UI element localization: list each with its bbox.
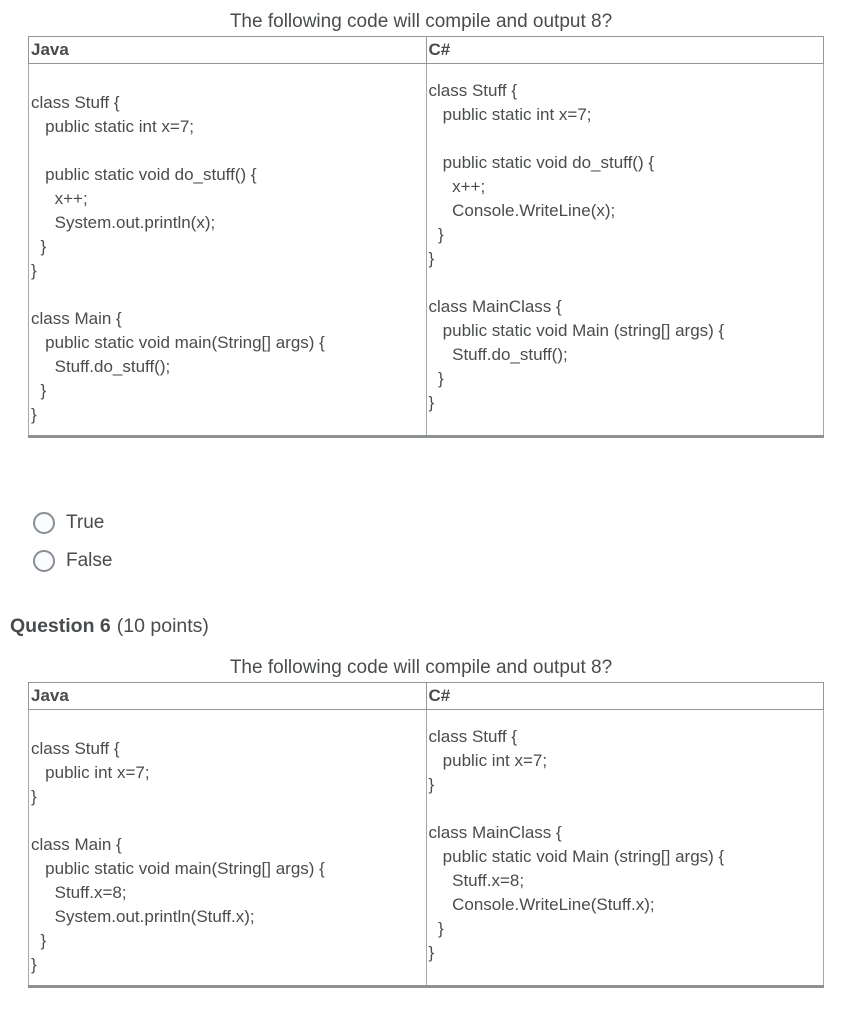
table-header-row: Java C# [28, 682, 824, 710]
question6-points: (10 points) [116, 615, 209, 637]
radio-option-true[interactable]: True [33, 510, 842, 536]
question6-code-table: Java C# class Stuff { public int x=7; } … [28, 682, 824, 988]
radio-button-icon[interactable] [33, 550, 55, 572]
java-code-block: class Stuff { public static int x=7; pub… [31, 93, 325, 424]
question5-prompt: The following code will compile and outp… [229, 11, 613, 32]
radio-option-true-label[interactable]: True [66, 512, 105, 533]
table-body-row: class Stuff { public int x=7; } class Ma… [28, 709, 824, 987]
radio-button-icon[interactable] [33, 512, 55, 534]
question6-heading: Question 6(10 points) [10, 614, 842, 638]
java-code-cell: class Stuff { public int x=7; } class Ma… [28, 709, 427, 987]
java-code-cell: class Stuff { public static int x=7; pub… [28, 63, 427, 437]
radio-option-false-label[interactable]: False [66, 550, 113, 571]
radio-option-false[interactable]: False [33, 548, 842, 574]
csharp-code-cell: class Stuff { public static int x=7; pub… [425, 63, 824, 437]
quiz-page: The following code will compile and outp… [10, 11, 842, 988]
question6-title: Question 6 [10, 615, 111, 637]
csharp-code-cell: class Stuff { public int x=7; } class Ma… [425, 709, 824, 987]
column-header-csharp: C# [425, 36, 824, 64]
column-header-java: Java [28, 682, 427, 710]
table-body-row: class Stuff { public static int x=7; pub… [28, 63, 824, 437]
java-code-block: class Stuff { public int x=7; } class Ma… [31, 739, 325, 974]
question5-answer-options: True False [33, 510, 842, 574]
question6-prompt: The following code will compile and outp… [229, 657, 613, 678]
table-header-row: Java C# [28, 36, 824, 64]
column-header-java: Java [28, 36, 427, 64]
csharp-code-block: class Stuff { public int x=7; } class Ma… [428, 727, 725, 962]
question5-code-table: Java C# class Stuff { public static int … [28, 36, 824, 438]
column-header-csharp: C# [425, 682, 824, 710]
csharp-code-block: class Stuff { public static int x=7; pub… [428, 81, 725, 412]
